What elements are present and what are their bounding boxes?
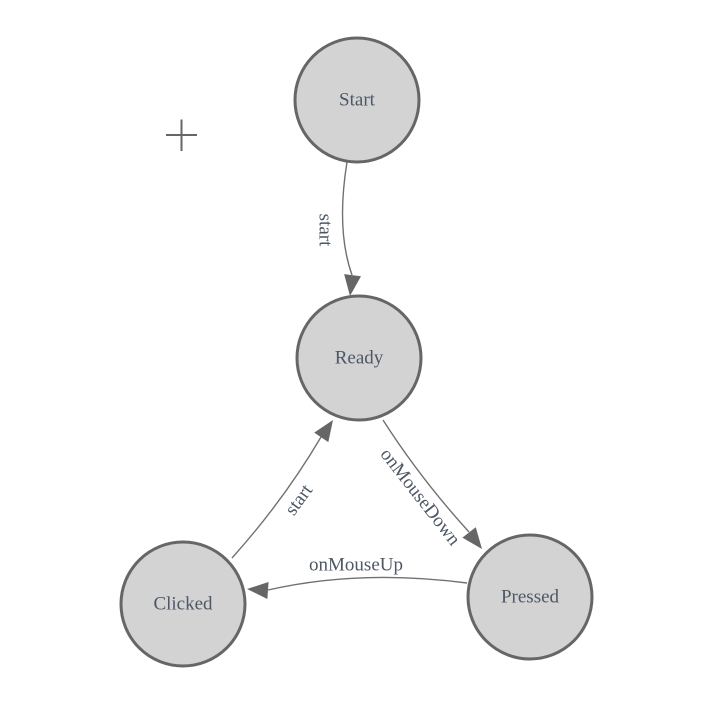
arrowhead-start-to-ready [344,274,361,296]
edge-ready-to-pressed[interactable]: onMouseDown [376,419,489,554]
edge-pressed-to-clicked[interactable]: onMouseUp [246,555,468,599]
edge-start-to-ready[interactable]: start [315,161,361,297]
edge-clicked-to-ready[interactable]: start [231,415,340,559]
edge-label-onmousedown: onMouseDown [376,444,465,550]
node-clicked[interactable]: Clicked [119,540,247,668]
node-ready-label: Ready [335,348,384,369]
arrowhead-ready-to-pressed [462,527,482,549]
arrowhead-clicked-to-ready [314,420,333,443]
node-pressed[interactable]: Pressed [466,533,594,661]
crosshair-cursor-icon [166,119,197,151]
edge-label-onmouseup: onMouseUp [309,555,403,576]
arrowhead-pressed-to-clicked [247,581,269,599]
edge-label-start-1: start [315,214,336,247]
node-pressed-label: Pressed [501,587,560,608]
node-ready[interactable]: Ready [295,294,423,422]
node-start-label: Start [339,90,376,111]
node-start[interactable]: Start [293,36,421,164]
node-clicked-label: Clicked [153,594,213,615]
edge-label-start-2: start [281,480,318,519]
